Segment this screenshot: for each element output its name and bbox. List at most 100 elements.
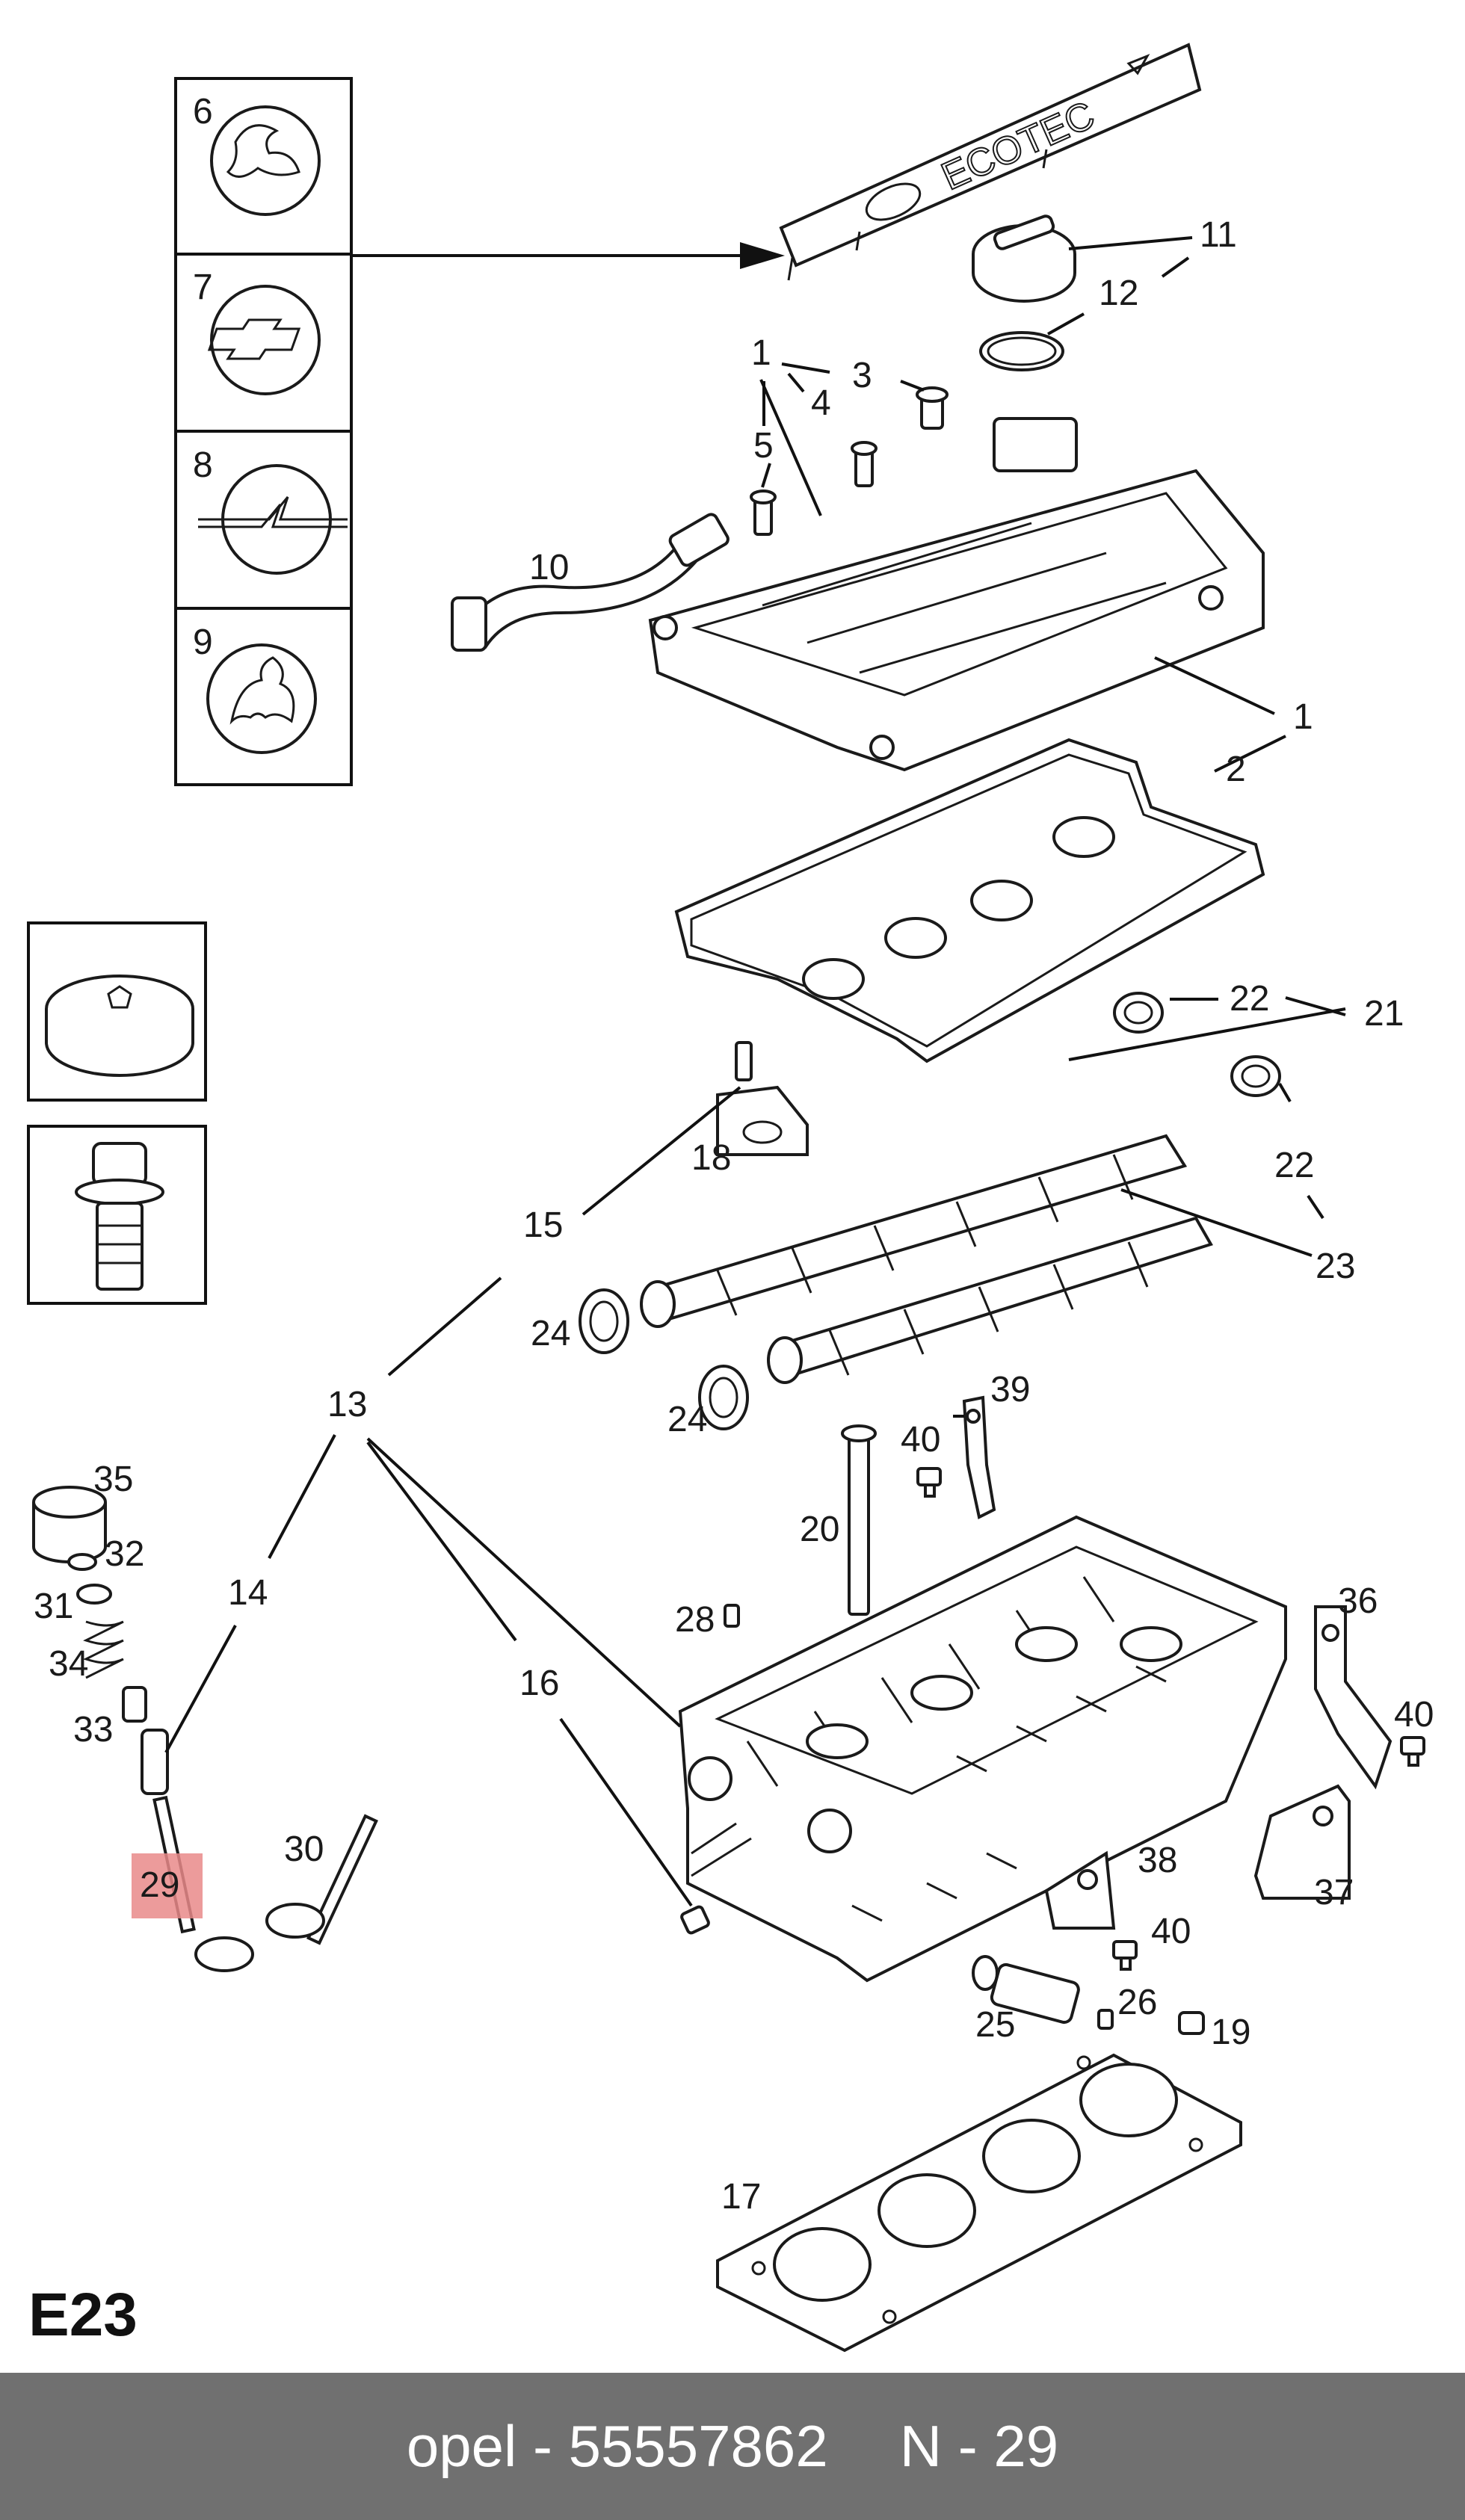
callout-17: 17 — [721, 2177, 761, 2217]
callout-5: 5 — [753, 426, 774, 466]
callout-40-right: 40 — [1394, 1695, 1434, 1735]
footer-bar: opel - 55557862 N - 29 — [0, 2373, 1465, 2520]
cam-cover — [648, 417, 1265, 772]
camshaft-seal-22-upper — [1113, 992, 1164, 1034]
callout-28: 28 — [675, 1600, 715, 1640]
callout-13: 13 — [327, 1385, 367, 1424]
page-code: E23 — [28, 2281, 138, 2349]
callout-14: 14 — [228, 1573, 268, 1613]
seal-ring — [979, 331, 1064, 371]
footer-part-number: 55557862 — [568, 2413, 828, 2479]
cover-screw-5 — [750, 490, 777, 536]
lightning-emblem-icon — [198, 464, 348, 575]
callout-37: 37 — [1314, 1873, 1354, 1912]
camshaft-seal-22-lower — [1230, 1055, 1281, 1097]
exhaust-camshaft — [640, 1134, 1188, 1328]
callout-15: 15 — [523, 1205, 563, 1245]
parts-diagram: 6 7 8 9 ECOTEC — [27, 43, 1434, 2353]
callout-35: 35 — [93, 1460, 133, 1499]
callout-16: 16 — [519, 1664, 559, 1703]
callout-40-top: 40 — [901, 1420, 940, 1460]
bracket-39 — [962, 1395, 996, 1519]
callout-19: 19 — [1211, 2013, 1250, 2052]
vent-hose — [451, 513, 730, 652]
cover-screw-4 — [851, 441, 878, 487]
callout-2: 2 — [1226, 750, 1246, 789]
callout-8: 8 — [193, 445, 213, 485]
screw-40-bottom — [1112, 1940, 1138, 1971]
callout-10: 10 — [529, 548, 569, 587]
callout-labels: 1 1 2 3 4 5 10 11 12 13 14 15 16 17 18 1… — [34, 215, 1434, 2217]
small-bolt-26 — [1097, 2009, 1114, 2030]
callout-31: 31 — [34, 1587, 73, 1626]
callout-33: 33 — [73, 1710, 113, 1750]
callout-12: 12 — [1099, 274, 1138, 313]
plug-16 — [680, 1905, 710, 1935]
oil-filler-cap — [972, 214, 1076, 303]
footer-separator-2: - — [957, 2413, 978, 2479]
badge-arrow — [351, 242, 785, 269]
bracket-38 — [1044, 1850, 1116, 1930]
head-gasket — [716, 2053, 1242, 2353]
callout-1-cover: 1 — [1293, 697, 1313, 737]
sleeve-19 — [1178, 2011, 1205, 2035]
spring-retainer-31 — [76, 1584, 112, 1605]
valve-spring-34 — [83, 1620, 124, 1679]
callout-3: 3 — [852, 356, 872, 395]
callout-26-head: 26 — [1117, 1983, 1157, 2022]
callout-21: 21 — [1364, 994, 1404, 1034]
callout-24-upper: 24 — [531, 1314, 570, 1353]
bracket-36 — [1314, 1605, 1392, 1790]
detail-box-26 — [27, 1125, 207, 1305]
footer-separator: - — [533, 2413, 552, 2479]
screw-40-top — [916, 1467, 942, 1498]
head-bolt — [841, 1424, 877, 1616]
callout-4: 4 — [811, 383, 831, 423]
detail-box-27 — [27, 921, 207, 1102]
callout-39: 39 — [990, 1370, 1030, 1409]
callout-22-lower: 22 — [1274, 1146, 1314, 1185]
callout-6: 6 — [193, 92, 213, 132]
footer-ref-prefix: N — [899, 2413, 943, 2479]
torx-bolt-icon — [75, 1142, 164, 1291]
intake-camshaft — [767, 1216, 1213, 1384]
valve-guide — [141, 1729, 169, 1795]
callout-36: 36 — [1338, 1581, 1378, 1621]
valve-seal-33 — [122, 1686, 147, 1723]
callout-30: 30 — [284, 1829, 324, 1869]
callout-18: 18 — [691, 1138, 731, 1178]
bracket-37 — [1253, 1784, 1351, 1900]
callout-7: 7 — [193, 268, 213, 307]
callout-22-upper: 22 — [1230, 979, 1269, 1019]
screw-40-right — [1400, 1736, 1425, 1767]
tappet-35 — [32, 1486, 107, 1563]
callout-24-lower: 24 — [667, 1400, 707, 1439]
camshaft-seal-24-lower — [698, 1365, 749, 1430]
callout-25: 25 — [975, 2005, 1015, 2045]
callout-9: 9 — [193, 623, 213, 662]
callout-34: 34 — [49, 1644, 88, 1684]
torx-plug-icon — [45, 975, 194, 1077]
logo-box-group: 6 7 8 9 — [174, 77, 353, 786]
griffin-emblem-icon — [210, 105, 321, 216]
valve-keeper-32 — [67, 1553, 97, 1571]
callout-40-bottom: 40 — [1151, 1912, 1191, 1951]
footer-ref-number: 29 — [993, 2413, 1059, 2479]
lion-emblem-icon — [206, 643, 317, 754]
exhaust-valve-30 — [265, 1814, 378, 1945]
callout-20: 20 — [800, 1510, 839, 1549]
bearing-cap — [716, 1041, 809, 1156]
footer-brand: opel — [406, 2413, 517, 2479]
plug-28 — [724, 1604, 740, 1628]
cover-gasket — [674, 738, 1265, 1063]
callout-32: 32 — [105, 1534, 144, 1574]
callout-1-top: 1 — [751, 333, 771, 373]
camshaft-seal-24-upper — [579, 1288, 629, 1354]
callout-11: 11 — [1200, 215, 1237, 255]
leader-lines — [164, 236, 1346, 1907]
callout-23: 23 — [1316, 1247, 1355, 1286]
highlight-box-29 — [132, 1853, 203, 1918]
sleeve-3 — [916, 386, 949, 430]
cylinder-head — [678, 1515, 1287, 1983]
callout-29: 29 — [140, 1865, 179, 1905]
